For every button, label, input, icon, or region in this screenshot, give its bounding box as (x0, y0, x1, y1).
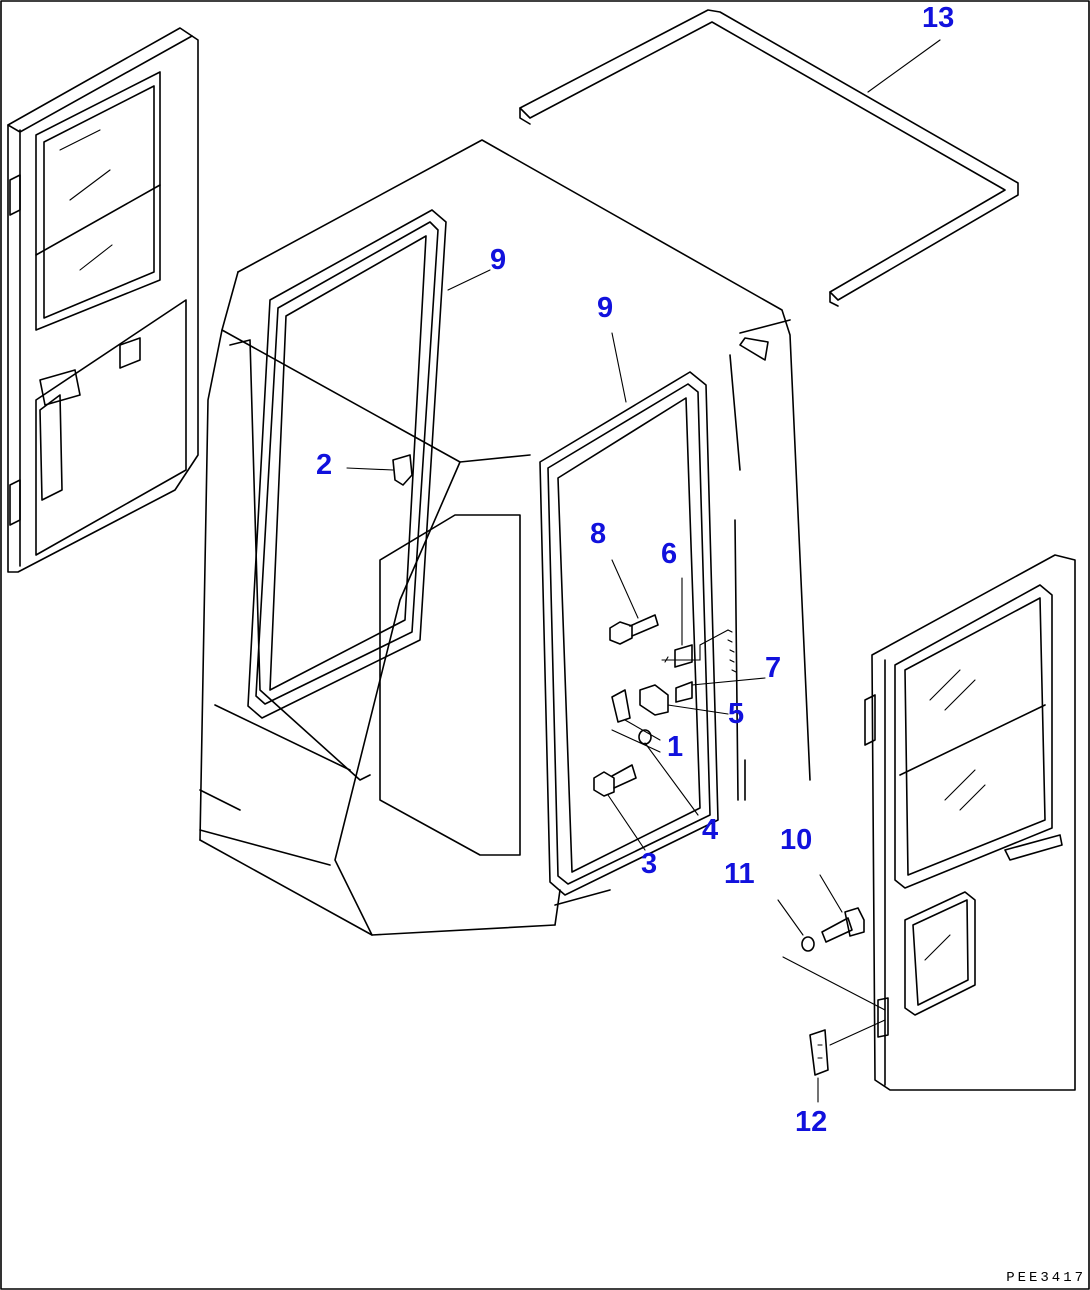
callout-8: 8 (590, 518, 607, 550)
left-window-seal (247, 209, 447, 719)
top-seal-drawing (519, 9, 1019, 307)
leader-lines (346, 39, 941, 1103)
cab-body-drawing (199, 139, 811, 936)
callout-11: 11 (724, 858, 755, 890)
drawing-code: PEE3417 (1006, 1270, 1086, 1286)
callout-10: 10 (780, 824, 813, 856)
callout-3: 3 (641, 848, 658, 880)
right-window-seal (539, 371, 719, 896)
callout-9-left-window: 9 (490, 244, 507, 276)
callout-2: 2 (316, 449, 333, 481)
callout-7: 7 (765, 652, 782, 684)
hardware-drawings (392, 454, 865, 1076)
callout-5: 5 (728, 698, 745, 730)
callout-4: 4 (702, 814, 719, 846)
callout-9-right-window: 9 (597, 292, 614, 324)
callout-13: 13 (922, 2, 955, 34)
callout-6: 6 (661, 538, 678, 570)
callout-12: 12 (795, 1106, 828, 1138)
left-door-drawing (7, 27, 199, 573)
callout-1: 1 (667, 731, 684, 763)
right-door-drawing (864, 554, 1076, 1091)
